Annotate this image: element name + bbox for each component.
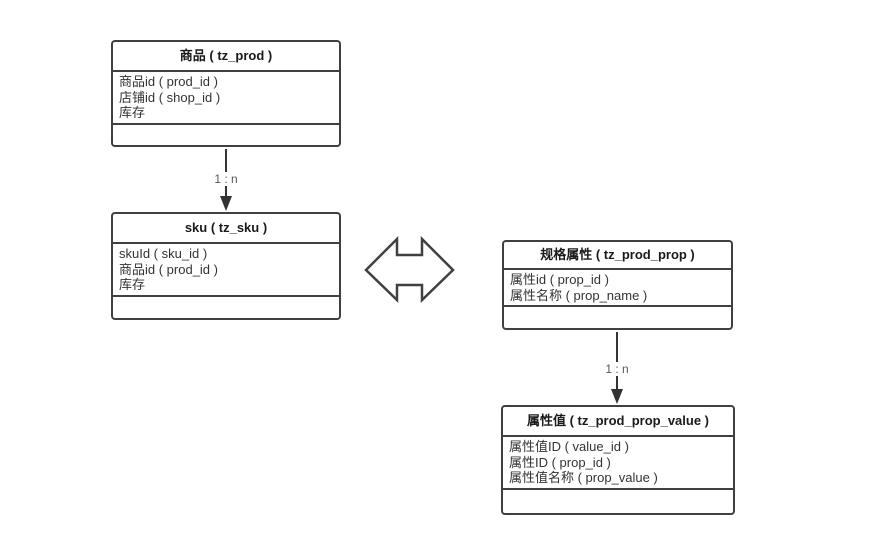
entity-table-prod-prop-value: 属性值 ( tz_prod_prop_value ) 属性值ID ( value… [501,405,735,515]
table-footer-empty [113,125,339,146]
table-field: skuId ( sku_id ) [119,246,208,261]
table-field-list: 属性id ( prop_id ) 属性名称 ( prop_name ) [504,270,731,307]
entity-table-prod-prop: 规格属性 ( tz_prod_prop ) 属性id ( prop_id ) 属… [502,240,733,330]
table-field: 库存 [119,277,146,292]
table-title: 商品 ( tz_prod ) [113,42,339,72]
arrowhead-down-icon [611,389,623,404]
entity-table-sku: sku ( tz_sku ) skuId ( sku_id ) 商品id ( p… [111,212,341,320]
table-field: 属性ID ( prop_id ) [509,454,611,470]
cardinality-label-prod-sku: 1 : n [211,172,241,186]
table-field: 店铺id ( shop_id ) [119,89,221,105]
table-field-list: skuId ( sku_id ) 商品id ( prod_id ) 库存 [113,244,339,297]
entity-table-prod: 商品 ( tz_prod ) 商品id ( prod_id ) 店铺id ( s… [111,40,341,147]
table-title: 规格属性 ( tz_prod_prop ) [504,242,731,270]
table-field: 属性名称 ( prop_name ) [510,287,648,303]
cardinality-label-prop-value: 1 : n [602,362,632,376]
connector-prop-to-value [611,332,623,404]
table-field: 商品id ( prod_id ) [119,261,218,277]
table-title: sku ( tz_sku ) [113,214,339,244]
table-footer-empty [504,307,731,328]
table-title: 属性值 ( tz_prod_prop_value ) [503,407,733,437]
table-field-list: 商品id ( prod_id ) 店铺id ( shop_id ) 库存 [113,72,339,125]
table-field: 库存 [119,105,146,120]
table-field: 属性id ( prop_id ) [510,272,609,287]
double-arrow-icon [364,235,455,303]
table-field: 属性值ID ( value_id ) [509,439,629,454]
table-field: 商品id ( prod_id ) [119,74,218,89]
table-footer-empty [113,297,339,319]
arrowhead-down-icon [220,196,232,211]
table-field: 属性值名称 ( prop_value ) [509,470,658,485]
table-footer-empty [503,490,733,514]
table-field-list: 属性值ID ( value_id ) 属性ID ( prop_id ) 属性值名… [503,437,733,490]
